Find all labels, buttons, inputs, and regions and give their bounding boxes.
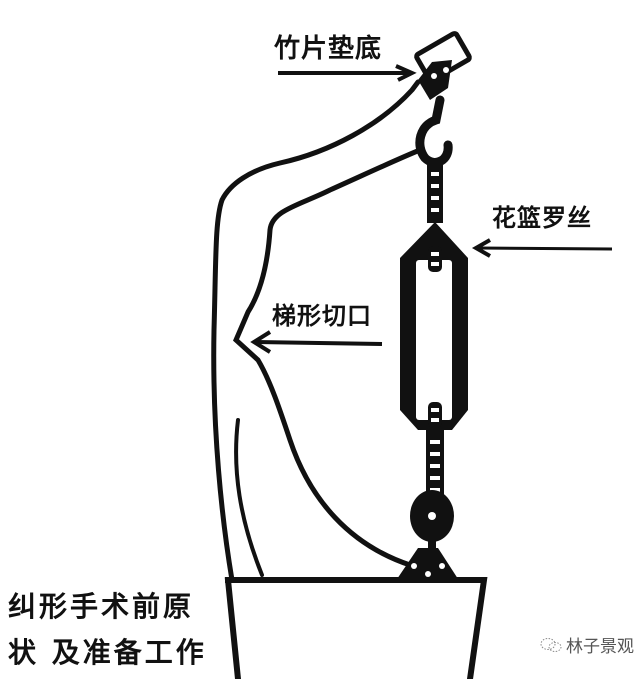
- branch-base-line: [234, 418, 264, 577]
- upper-threaded-rod: [427, 165, 443, 223]
- turnbuckle-window: [416, 260, 452, 420]
- branch-inner-outline: [233, 147, 423, 568]
- branch-outer-outline: [211, 79, 421, 583]
- arrow-notch: [250, 330, 383, 354]
- label-trapezoid-notch: 梯形切口: [272, 302, 372, 330]
- watermark: 林子景观: [540, 632, 634, 657]
- label-bamboo-pad: 竹片垫底: [274, 34, 383, 64]
- arrow-bamboo-pad: [278, 64, 417, 82]
- watermark-text: 林子景观: [566, 637, 634, 657]
- wire-anchor: [395, 548, 460, 582]
- caption-line-1: 纠形手术前原: [8, 590, 195, 623]
- lower-threaded-rod: [426, 430, 444, 498]
- pot: [224, 576, 488, 679]
- label-turnbuckle: 花篮罗丝: [492, 204, 592, 232]
- arrow-turnbuckle: [471, 238, 613, 258]
- wechat-icon: [540, 637, 562, 652]
- caption: 纠形手术前原 状 及准备工作: [8, 584, 207, 676]
- turnbuckle-inner-threads: [428, 246, 442, 428]
- caption-line-2: 状 及准备工作: [8, 636, 207, 669]
- pulley: [410, 490, 454, 556]
- hook: [415, 95, 453, 167]
- bamboo-pad: [414, 31, 472, 100]
